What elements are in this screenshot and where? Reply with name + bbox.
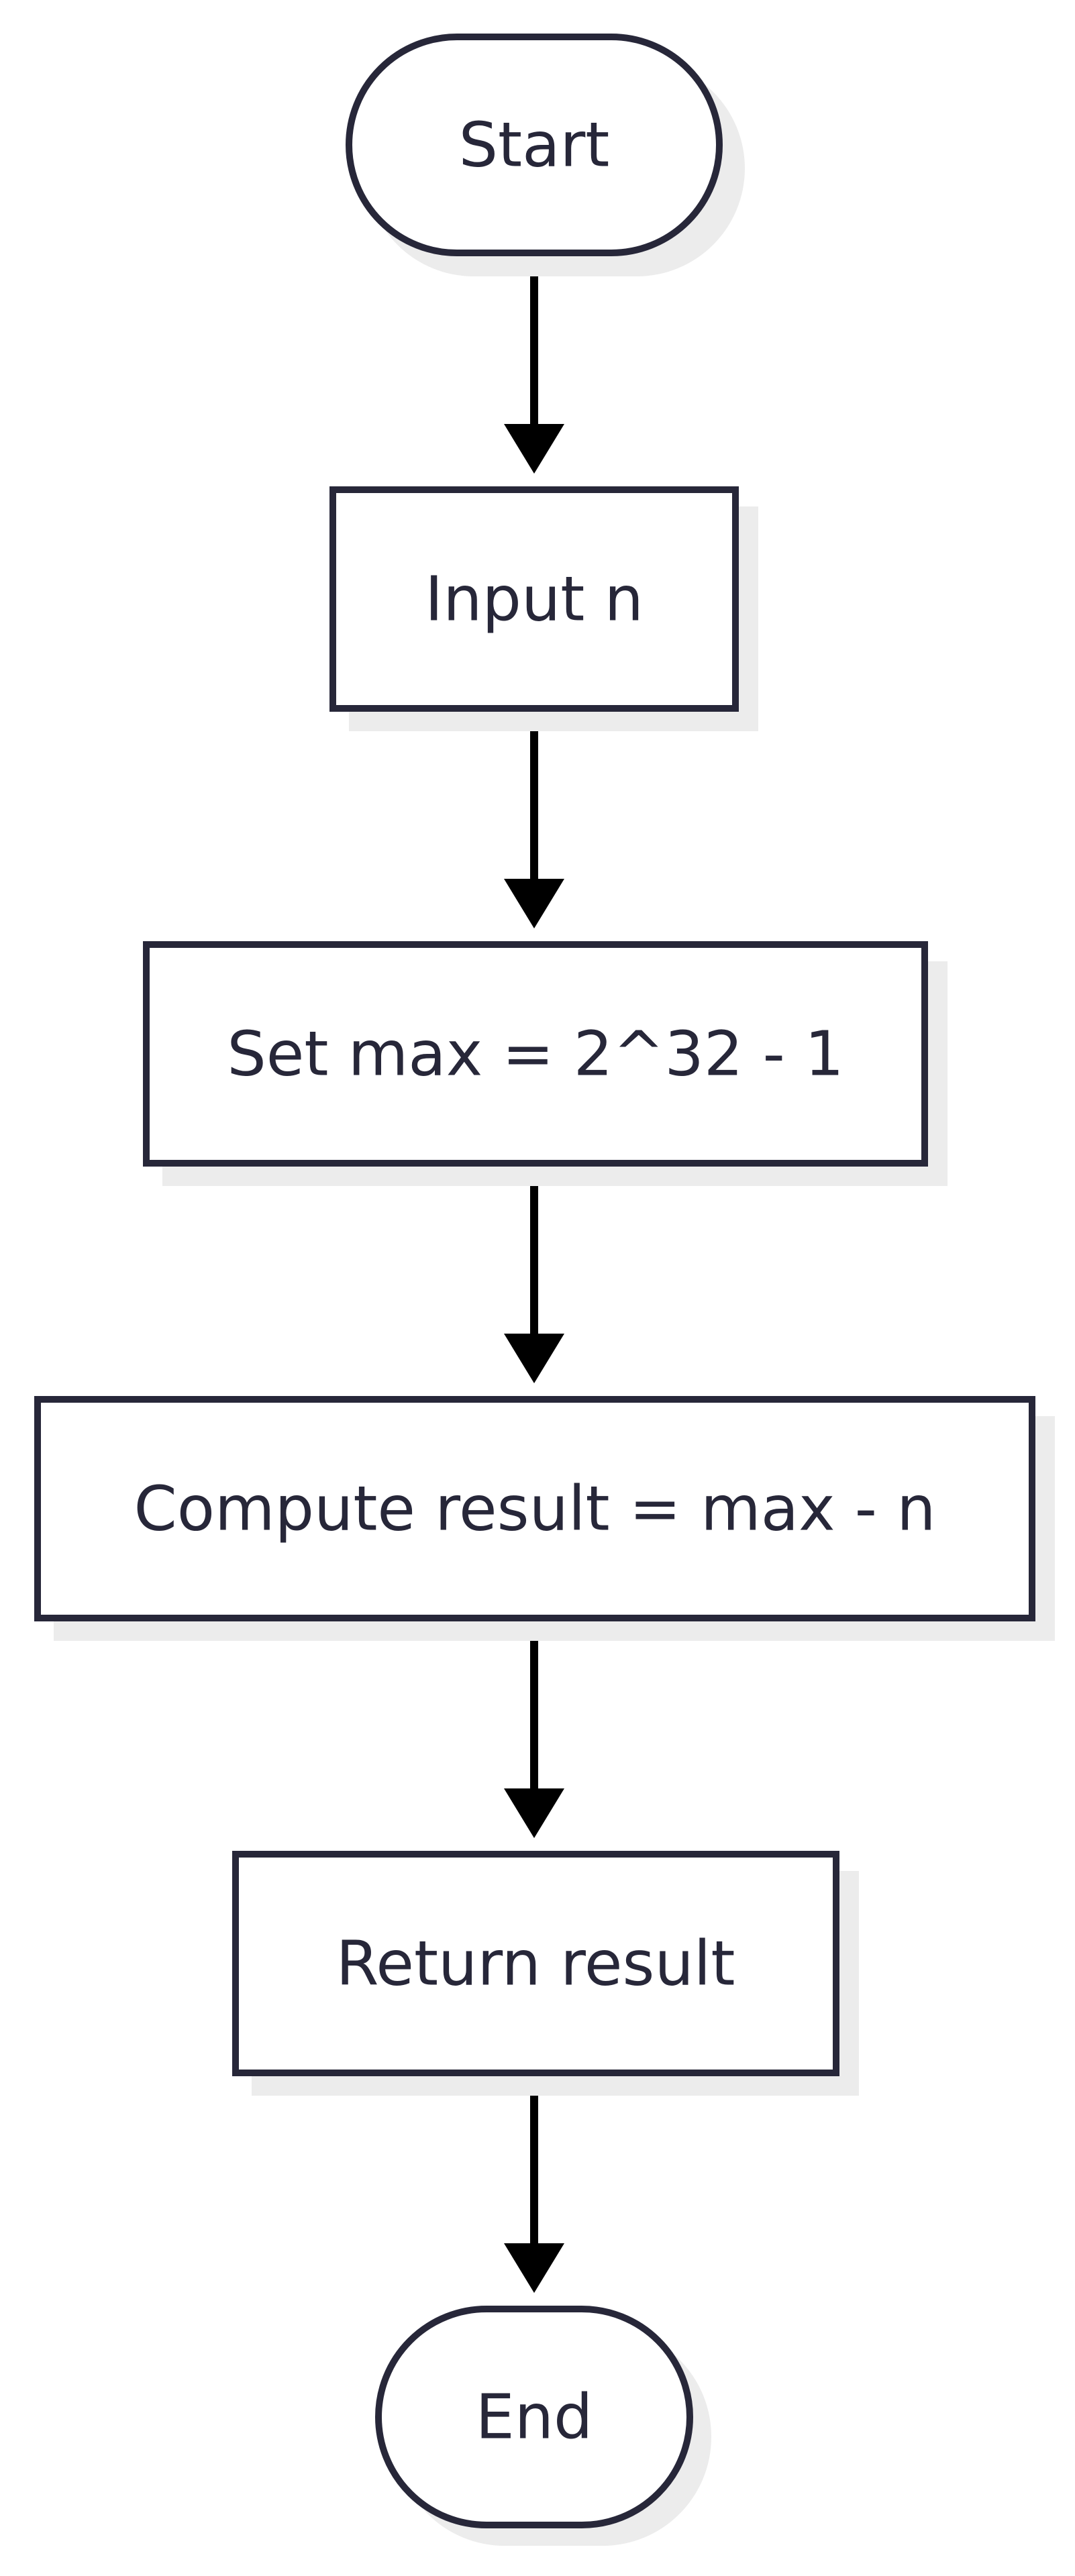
start-label: Start [459, 109, 610, 181]
input-label: Input n [425, 564, 644, 635]
compute-node: Compute result = max - n [34, 1396, 1055, 1641]
start-node: Start [346, 34, 745, 276]
edge-return-to-end [504, 2073, 564, 2293]
edge-set-max-to-compute [504, 1163, 564, 1383]
set-max-label: Set max = 2^32 - 1 [227, 1018, 843, 1090]
input-node: Input n [329, 486, 758, 731]
set-max-node: Set max = 2^32 - 1 [143, 941, 948, 1186]
end-node: End [375, 2306, 711, 2546]
edge-compute-to-return [504, 1618, 564, 1838]
edge-start-to-input [504, 254, 564, 474]
return-node: Return result [232, 1851, 859, 2096]
return-label: Return result [336, 1928, 735, 2000]
edge-input-to-set-max [504, 708, 564, 928]
compute-label: Compute result = max - n [134, 1473, 935, 1545]
end-label: End [476, 2381, 593, 2453]
